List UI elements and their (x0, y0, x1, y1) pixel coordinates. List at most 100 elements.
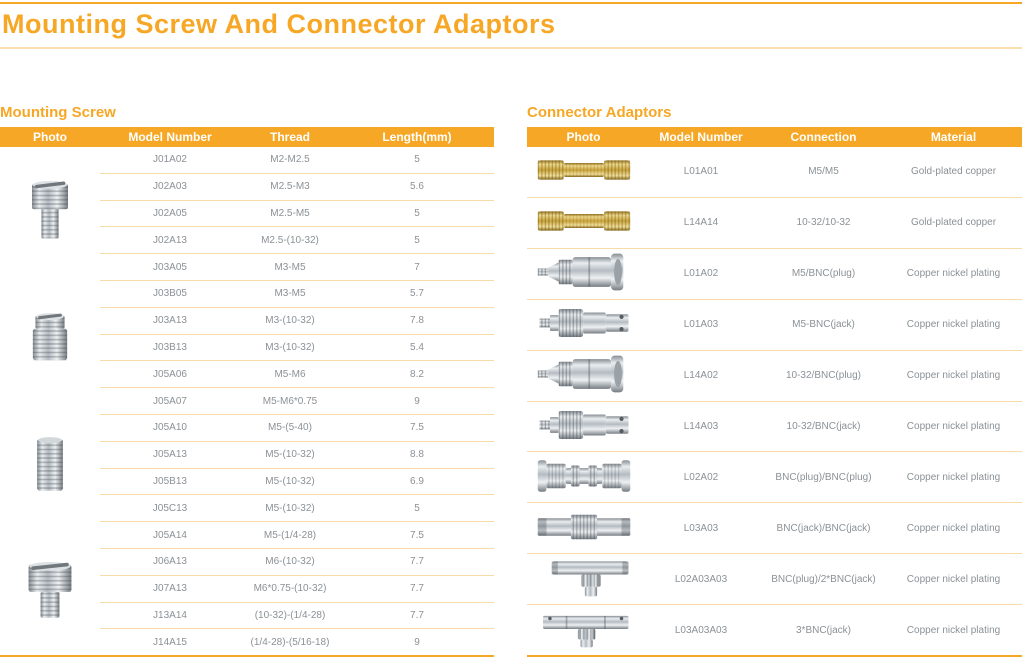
thread-spec: M3-M5 (274, 261, 306, 273)
length-value: 9 (414, 395, 420, 407)
model-number: J05B13 (153, 475, 187, 487)
length-value: 7.7 (410, 609, 424, 621)
connection-spec: M5/BNC(plug) (791, 268, 856, 280)
thread-spec: M5-(1/4-28) (263, 529, 317, 541)
length-value: 7.7 (410, 556, 424, 568)
column-header-thread: Thread (269, 130, 310, 144)
thread-spec: M2.5-(10-32) (261, 234, 319, 246)
model-number: J03B13 (153, 341, 187, 353)
thread-spec: M5-M6 (274, 368, 306, 380)
thread-spec: M2.5-M5 (270, 207, 310, 219)
connection-spec: 10-32/BNC(jack) (786, 420, 861, 432)
model-number: L01A01 (683, 166, 719, 178)
model-number: J05A14 (153, 529, 187, 541)
model-number: L14A14 (683, 217, 719, 229)
connector-adaptors-table-header: Photo Model Number Connection Material (527, 127, 1022, 147)
length-value: 5 (414, 234, 420, 246)
material-spec: Copper nickel plating (906, 471, 1001, 483)
table-row: J14A15(1/4-28)-(5/16-18)9 (100, 628, 494, 655)
material-spec: Copper nickel plating (906, 319, 1001, 331)
bnc-jack-adaptor-photo (536, 302, 632, 344)
bnc-double-plug-photo (536, 455, 632, 497)
table-row: J02A13 M2.5-(10-32) 5 (100, 226, 494, 253)
length-value: 5 (414, 502, 420, 514)
bnc-jack-adaptor-photo (536, 404, 632, 446)
length-value: 8.8 (410, 449, 424, 461)
connection-spec: M5-BNC(jack) (792, 319, 855, 331)
table-row: J13A14(10-32)-(1/4-28)7.7 (100, 601, 494, 629)
slotted-screw-wide-head-photo (18, 556, 82, 628)
model-number: J02A03 (153, 181, 187, 193)
connector-adaptors-table-body: L01A01 M5/M5 Gold-plated copper L14A14 1… (527, 147, 1022, 657)
table-row: L01A03 M5-BNC(jack) Copper nickel platin… (527, 298, 1022, 350)
model-number: J05A13 (153, 449, 187, 461)
thread-spec: M5-(10-32) (265, 449, 315, 461)
column-header-model-number: Model Number (659, 130, 743, 144)
model-number: L14A03 (683, 420, 719, 432)
table-row: J05B13 M5-(10-32) 6.9 (100, 467, 494, 495)
thread-spec: M5-(10-32) (265, 502, 315, 514)
threaded-stud-photo (18, 429, 82, 501)
thread-spec: M5-(10-32) (265, 475, 315, 487)
model-number: J03A05 (153, 261, 187, 273)
model-number: J05A10 (153, 422, 187, 434)
table-row: L01A02 M5/BNC(plug) Copper nickel platin… (527, 247, 1022, 299)
length-value: 5 (414, 207, 420, 219)
material-spec: Copper nickel plating (906, 420, 1001, 432)
column-header-model-number: Model Number (128, 130, 212, 144)
connection-spec: 3*BNC(jack) (795, 624, 851, 636)
screw-photo-column (0, 147, 100, 655)
model-number: J14A15 (153, 636, 187, 648)
length-value: 6.9 (410, 475, 424, 487)
length-value: 5.6 (410, 181, 424, 193)
bnc-plug-adaptor-photo (536, 251, 632, 293)
model-number: J06A13 (153, 556, 187, 568)
table-row: J02A03 M2.5-M3 5.6 (100, 172, 494, 200)
material-spec: Copper nickel plating (906, 573, 1001, 585)
model-number: L02A03A03 (674, 573, 728, 585)
column-header-material: Material (930, 130, 977, 144)
model-number: J05A06 (153, 368, 187, 380)
model-number: J05C13 (152, 502, 188, 514)
length-value: 5.7 (410, 288, 424, 300)
thread-spec: (1/4-28)-(5/16-18) (250, 636, 330, 648)
table-row: J05A13 M5-(10-32) 8.8 (100, 440, 494, 468)
bnc-barrel-coupler-photo (536, 506, 632, 548)
connection-spec: M5/M5 (808, 166, 839, 178)
thread-spec: M6*0.75-(10-32) (253, 583, 327, 595)
thread-spec: M2.5-M3 (270, 181, 310, 193)
length-value: 5.4 (410, 341, 424, 353)
material-spec: Copper nickel plating (906, 370, 1001, 382)
page-title: Mounting Screw And Connector Adaptors (2, 9, 556, 39)
model-number: L14A02 (683, 370, 719, 382)
model-number: J02A13 (153, 234, 187, 246)
table-row: L14A02 10-32/BNC(plug) Copper nickel pla… (527, 349, 1022, 401)
table-row: L03A03A03 3*BNC(jack) Copper nickel plat… (527, 604, 1022, 655)
top-divider-rule (0, 2, 1022, 4)
model-number: J03A13 (153, 315, 187, 327)
column-header-connection: Connection (790, 130, 857, 144)
thread-spec: M5-(5-40) (268, 422, 312, 434)
model-number: L03A03A03 (674, 624, 728, 636)
bnc-tee-plug-adaptor-photo (536, 557, 632, 599)
gold-hex-coupler-photo (536, 200, 632, 242)
length-value: 7.7 (410, 583, 424, 595)
table-row: L02A02 BNC(plug)/BNC(plug) Copper nickel… (527, 451, 1022, 502)
connector-adaptors-section-title: Connector Adaptors (527, 104, 672, 121)
connection-spec: 10-32/10-32 (796, 217, 851, 229)
length-value: 5 (414, 154, 420, 166)
material-spec: Gold-plated copper (910, 217, 997, 229)
mounting-screw-section-title: Mounting Screw (0, 104, 116, 121)
table-row: L02A03A03 BNC(plug)/2*BNC(jack) Copper n… (527, 553, 1022, 604)
gold-hex-coupler-photo (536, 149, 632, 191)
